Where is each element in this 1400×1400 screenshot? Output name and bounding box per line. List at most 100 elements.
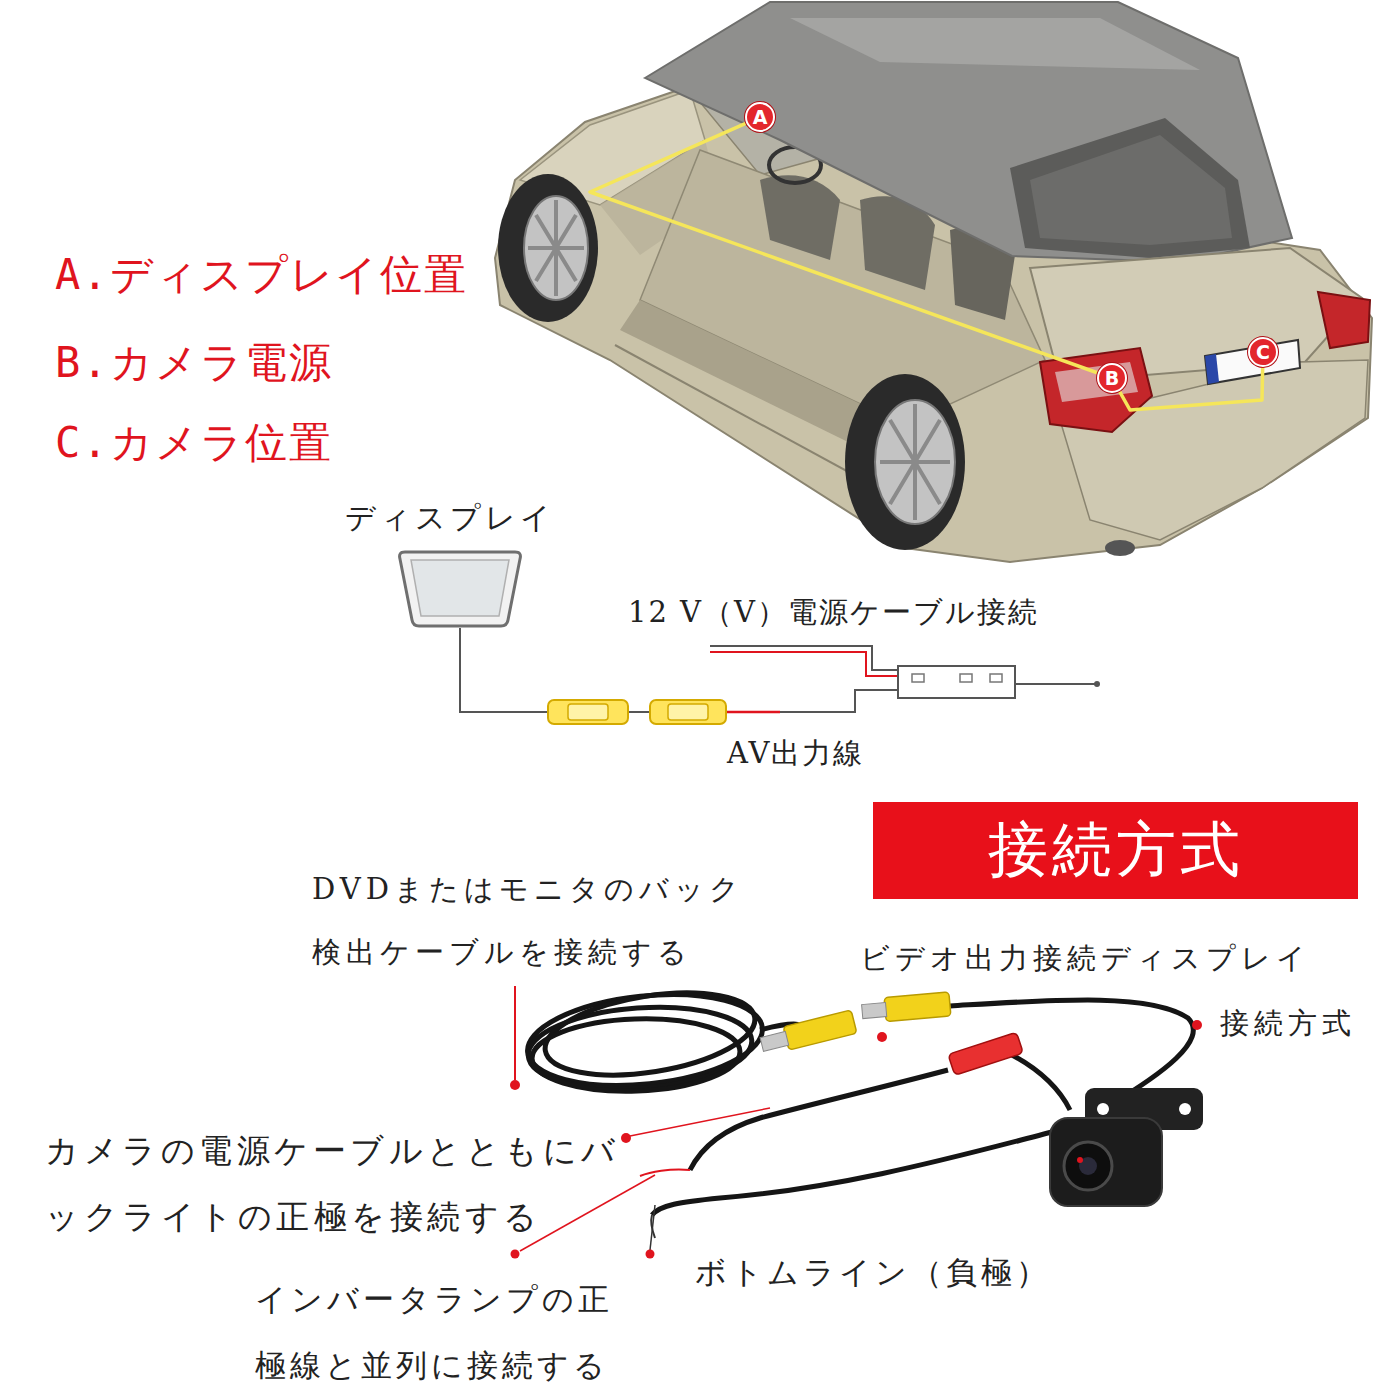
car-body [769,147,821,183]
av-wire [1094,681,1100,687]
car-wheels [498,174,965,550]
display-icon [395,548,525,630]
rear-camera [1085,1088,1203,1130]
av-wire [460,628,1100,712]
location-legend: B.カメラ電源 [55,338,333,388]
callout-text: 接続方式 [1220,1003,1356,1043]
leader-lines [510,1080,520,1090]
car-body [495,66,1372,562]
cables [652,1000,1193,1215]
rear-camera [1077,1157,1083,1163]
cables [1012,1055,1070,1110]
leader-lines [650,1205,655,1250]
cables [690,1070,948,1170]
location-legend: C.カメラ位置 [55,418,333,468]
car-body [690,68,850,175]
av-wire [460,628,548,712]
rear-camera [1179,1103,1191,1115]
location-marker: C [1248,337,1278,367]
cable-coil [539,980,760,1088]
marker-letter: A [753,108,768,127]
car-wheels [528,200,584,296]
location-marker: A [745,102,775,132]
thin-wires [640,1169,690,1238]
rca-connectors [548,700,726,724]
camera-module-box [960,674,972,682]
av-wire [726,711,780,714]
leader-lines [621,1133,631,1143]
rca-connectors [568,704,608,720]
camera-module-box [990,674,1002,682]
callout-text: ボトムライン（負極） [695,1252,1051,1292]
car-wheels [845,374,965,550]
rear-camera [1079,1157,1097,1175]
rca-plugs [760,1031,789,1051]
rear-camera [1097,1103,1109,1115]
car-wheels [524,196,588,300]
rca-connectors [668,704,708,720]
rca-plugs [884,992,951,1022]
rca-plugs [759,992,1023,1075]
car-body [950,227,1015,320]
rear-camera [1050,1118,1162,1206]
cables [950,1000,1193,1105]
car-wheels [880,404,950,520]
callout-text: インバータランプの正 極線と並列に接続する [255,1266,613,1398]
leader-lines [630,1108,770,1136]
camera-module-box [912,674,924,682]
cable-route-line [1119,367,1262,410]
camera-module-box [898,666,1015,698]
car-body [860,196,935,290]
car-roof [1010,118,1250,258]
rca-plugs [861,992,951,1024]
car-body [495,66,1372,562]
car-wheels [498,174,598,322]
cable-coil [525,1000,754,1095]
callout-text: カメラの電源ケーブルとともにバ ックライトの正極を接続する [45,1118,620,1250]
car-body [600,140,720,255]
display-unit: ディスプレイ [345,498,555,630]
car-body [760,175,840,260]
cable-label: 12 V（V）電源ケーブル接続 [628,592,1039,632]
car-roof [645,2,1292,262]
location-marker: B [1097,363,1127,393]
rear-camera [1050,1088,1203,1206]
thin-wires [640,1169,690,1176]
leader-lines [510,986,1202,1259]
av-wire [1015,683,1095,685]
car-body [520,90,705,205]
cable-coil [523,980,798,1096]
av-wire [710,646,898,670]
car-rear [1060,360,1368,540]
cable-coil [531,1015,741,1094]
callout-text: ビデオ出力接続ディスプレイ [860,938,1311,978]
car-rear [1055,362,1138,402]
rca-plugs [948,1032,1023,1075]
display-screen [411,560,509,616]
leader-lines [877,1032,887,1042]
av-wire [710,652,898,676]
marker-letter: B [1105,369,1119,388]
cable-coil [760,1024,798,1030]
banner-title: 接続方式 [988,810,1244,891]
cable-route-line [590,123,1098,373]
rca-plugs [862,1003,887,1019]
display-heading: ディスプレイ [345,498,555,538]
camera-module-box [898,666,1015,698]
rca-connectors [548,700,628,724]
rca-plugs [783,1010,857,1050]
leader-lines [1192,1020,1202,1030]
cable-label: AV出力線 [727,733,864,773]
thin-wires [651,1215,655,1238]
location-legend: A.ディスプレイ位置 [55,250,468,300]
cable-coil [523,984,767,1096]
car-body [620,300,905,470]
car-rear [1105,540,1135,556]
display-frame [400,552,521,626]
rear-camera [1064,1142,1112,1190]
